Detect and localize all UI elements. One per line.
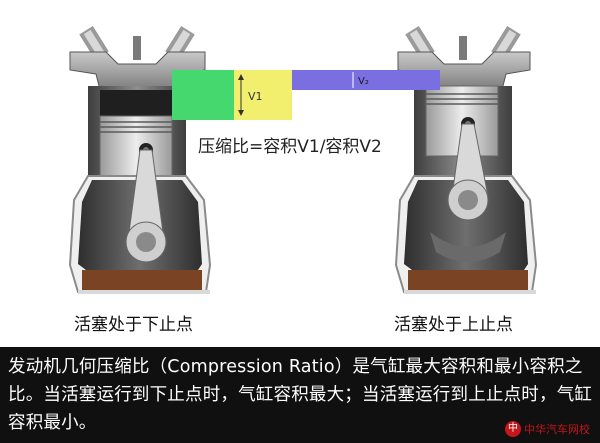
caption-box: 发动机几何压缩比（Compression Ratio）是气缸最大容积和最小容积之… (0, 347, 600, 443)
v1-chamber-volume (172, 70, 234, 120)
v2-chamber-volume (426, 84, 440, 90)
left-engine-caption: 活塞处于下止点 (74, 315, 193, 335)
right-valve-springs (405, 26, 521, 60)
left-engine (68, 26, 212, 294)
v1-volume-box (234, 70, 292, 120)
left-valve-springs (79, 26, 195, 60)
v1-label: V1 (248, 90, 263, 103)
v2-label: V₂ (358, 76, 369, 87)
v2-volume-band (292, 70, 440, 90)
left-connecting-rod (125, 149, 167, 263)
watermark: 中 中华汽车网校 (505, 421, 590, 437)
watermark-text: 中华汽车网校 (524, 423, 590, 436)
caption-text: 发动机几何压缩比（Compression Ratio）是气缸最大容积和最小容积之… (8, 357, 593, 433)
v1-dimension-arrow (238, 74, 244, 116)
right-connecting-rod (430, 123, 506, 262)
left-piston (99, 115, 173, 181)
right-engine-caption: 活塞处于上止点 (394, 315, 513, 335)
right-engine (394, 26, 538, 294)
compression-ratio-diagram: V1 V₂ 压缩比=容积V1/容积V2 活塞处于下止点 活塞处于上止点 (68, 26, 538, 335)
right-oil-sump (408, 270, 528, 292)
watermark-logo-icon: 中 (505, 421, 521, 437)
compression-ratio-formula: 压缩比=容积V1/容积V2 (198, 137, 382, 157)
left-combustion-chamber (100, 90, 172, 116)
left-oil-sump (82, 270, 202, 292)
